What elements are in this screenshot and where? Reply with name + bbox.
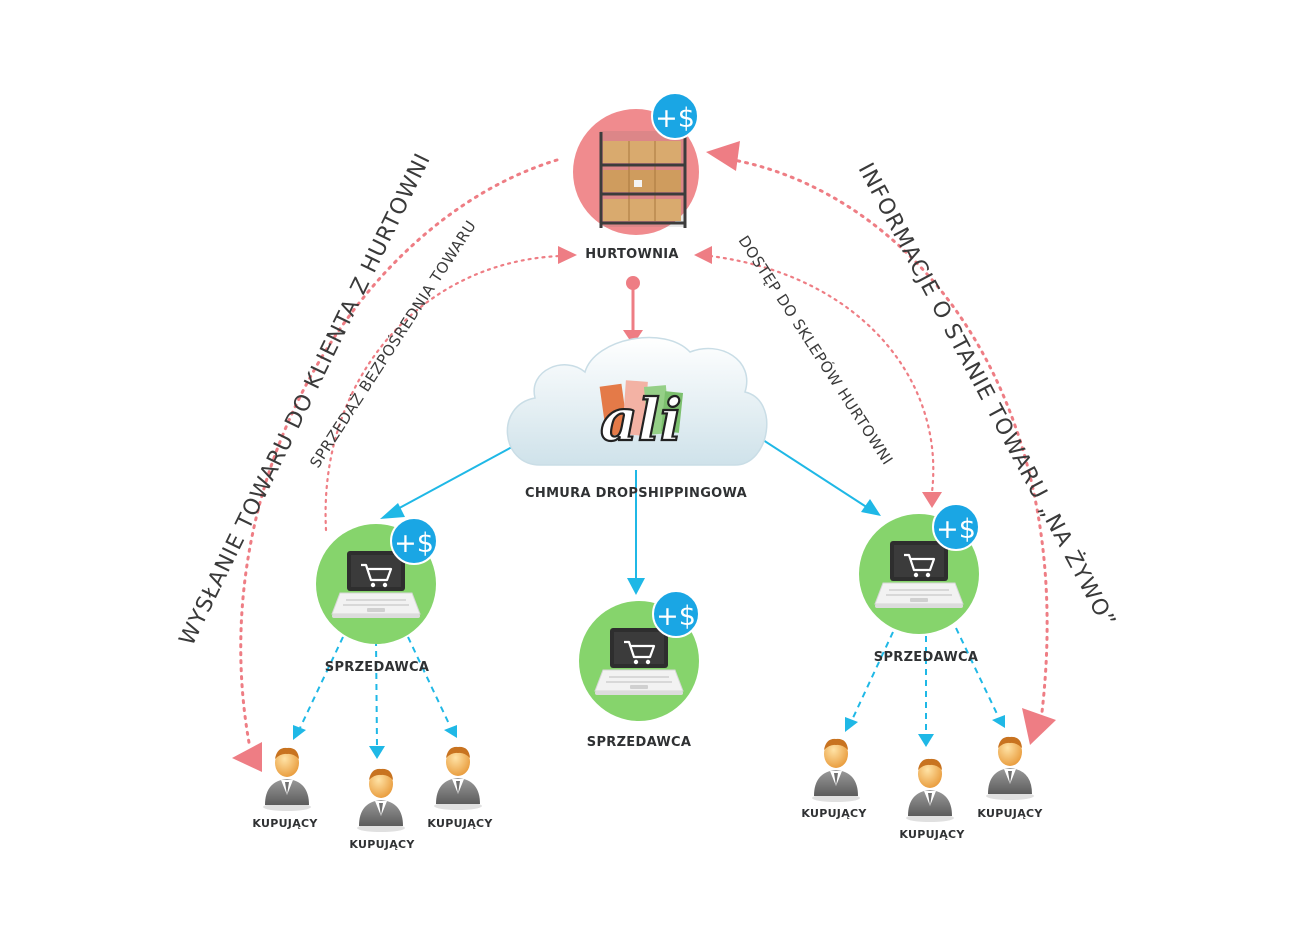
- wholesaler-node: +$ HURTOWNIA: [573, 92, 699, 262]
- buyers-left: KUPUJĄCY KUPUJĄCY KUPUJĄCY: [252, 746, 493, 851]
- buyer-icon: [986, 736, 1034, 800]
- outer-right-flow-arc: [720, 156, 1049, 714]
- inner-left-arrowhead: [558, 246, 577, 264]
- buyer-icon: [906, 758, 954, 822]
- warehouse-shelf-icon: [599, 131, 687, 228]
- buyer-icon: [812, 738, 860, 802]
- buyer-label: KUPUJĄCY: [899, 828, 965, 841]
- outer-right-arrowhead-top: [706, 141, 740, 171]
- cloud-label: CHMURA DROPSHIPPINGOWA: [525, 486, 747, 501]
- inner-right-arrowhead-bottom: [922, 492, 942, 508]
- outer-left-arrowhead: [232, 742, 262, 772]
- cloud-to-left-seller-line: [391, 446, 513, 513]
- right-seller-buyer-arrowheads: [845, 715, 1005, 747]
- buyer-icon: [263, 747, 311, 811]
- cloud-node: ali CHMURA DROPSHIPPINGOWA: [506, 336, 768, 501]
- buyer-label: KUPUJĄCY: [252, 817, 318, 830]
- buyer-icon: [434, 746, 482, 810]
- wholesaler-connector-dot: [626, 276, 640, 290]
- buyer-label: KUPUJĄCY: [801, 807, 867, 820]
- outer-left-flow-arc: [239, 158, 559, 750]
- ali-logo: ali: [599, 380, 684, 455]
- inner-right-arrowhead-top: [694, 246, 712, 264]
- inner-left-flow-arc: [324, 254, 562, 532]
- seller-center-badge: +$: [656, 601, 696, 632]
- seller-center-label: SPRZEDAWCA: [587, 735, 691, 750]
- buyer-label: KUPUJĄCY: [977, 807, 1043, 820]
- cloud-to-right-seller-arrowhead: [861, 499, 881, 516]
- outer-right-arrowhead-bottom: [1022, 708, 1056, 745]
- seller-left-badge: +$: [394, 528, 434, 559]
- buyer-icon: [357, 768, 405, 832]
- buyer-label: KUPUJĄCY: [427, 817, 493, 830]
- cloud-to-right-seller-line: [759, 437, 869, 509]
- wholesaler-badge: +$: [655, 103, 695, 134]
- seller-node-center: +$ SPRZEDAWCA: [579, 590, 700, 750]
- seller-right-label: SPRZEDAWCA: [874, 650, 978, 665]
- wholesaler-label: HURTOWNIA: [585, 247, 679, 262]
- cloud-logo-text: ali: [600, 386, 682, 454]
- seller-node-left: +$ SPRZEDAWCA: [316, 517, 438, 675]
- inner-right-flow-arc: [708, 254, 935, 494]
- cloud-to-left-seller-arrowhead: [380, 503, 405, 519]
- left-seller-buyer-arrows: [299, 636, 451, 747]
- buyer-label: KUPUJĄCY: [349, 838, 415, 851]
- left-seller-buyer-arrowheads: [293, 725, 457, 759]
- wholesaler-to-cloud-arrowhead: [623, 330, 643, 345]
- seller-right-badge: +$: [936, 514, 976, 545]
- seller-node-right: +$ SPRZEDAWCA: [859, 503, 980, 665]
- right-seller-buyer-arrows: [851, 627, 999, 735]
- seller-left-label: SPRZEDAWCA: [325, 660, 429, 675]
- cloud-to-center-seller-arrowhead: [627, 578, 645, 595]
- buyers-right: KUPUJĄCY KUPUJĄCY KUPUJĄCY: [801, 736, 1043, 841]
